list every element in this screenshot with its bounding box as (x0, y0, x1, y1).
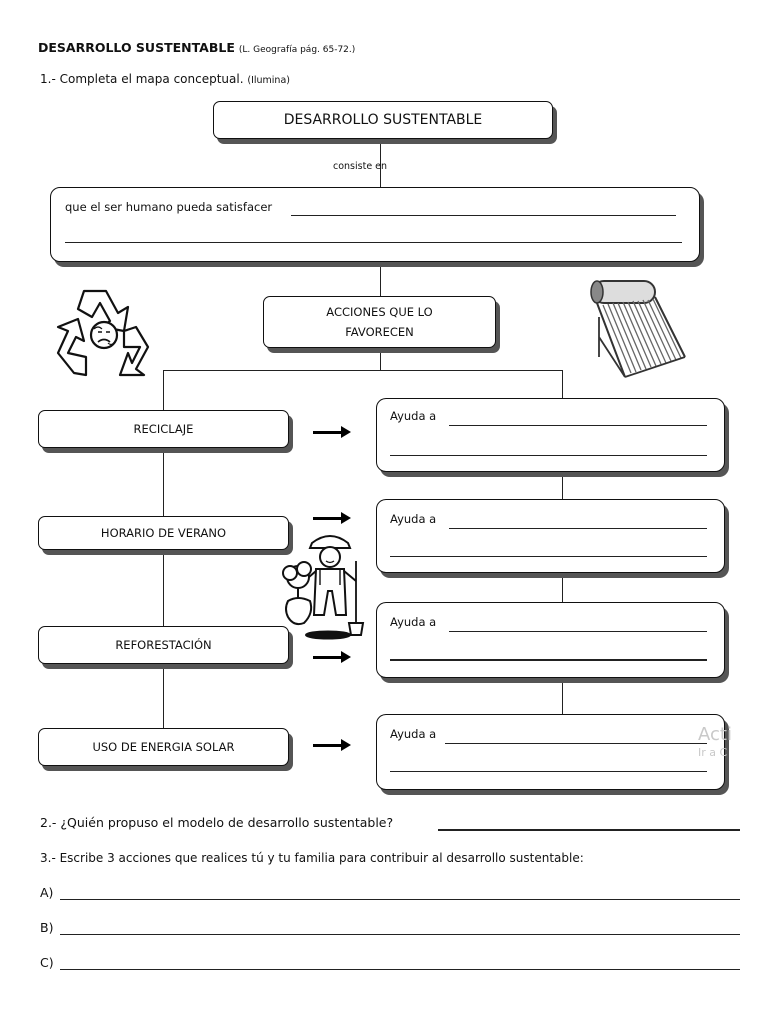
recycle-icon (56, 289, 150, 377)
arrow-right-icon (313, 512, 351, 524)
answer-c-line[interactable] (60, 955, 740, 970)
definition-blank-2[interactable] (65, 228, 682, 243)
activation-watermark: Acti Ir a C (698, 724, 738, 759)
help-blank-recycling-2[interactable] (390, 441, 707, 456)
help-blank-recycling-1[interactable] (449, 411, 707, 426)
help-blank-solar-energy-1[interactable] (445, 729, 707, 744)
actions-box: ACCIONES QUE LO FAVORECEN (263, 296, 496, 348)
action-box-recycling: RECICLAJE (38, 410, 289, 448)
help-blank-daylight-saving-1[interactable] (449, 514, 707, 529)
answer-b-label: B) (40, 920, 54, 935)
question-1-note: (Ilumina) (247, 75, 290, 86)
question-1-text: 1.- Completa el mapa conceptual. (40, 72, 244, 86)
solar-water-heater-icon (590, 280, 686, 378)
question-2-answer-line[interactable] (438, 815, 740, 831)
question-2-text: 2.- ¿Quién propuso el modelo de desarrol… (40, 815, 394, 830)
gardener-icon (282, 535, 365, 640)
help-label-recycling: Ayuda a (390, 409, 437, 423)
watermark-line-2: Ir a C (698, 746, 728, 759)
action-label-recycling: RECICLAJE (133, 422, 194, 436)
connector-label: consiste en (333, 161, 388, 172)
book-reference: (L. Geografía pág. 65-72.) (238, 45, 356, 55)
answer-b-line[interactable] (60, 920, 740, 935)
arrow-right-icon (313, 739, 351, 751)
definition-blank-1[interactable] (291, 201, 676, 216)
actions-box-label: ACCIONES QUE LO FAVORECEN (326, 305, 433, 339)
help-blank-reforestation-2[interactable] (390, 645, 707, 661)
answer-a-label: A) (40, 885, 54, 900)
help-box-reforestation: Ayuda a (376, 602, 725, 678)
help-blank-solar-energy-2[interactable] (390, 757, 707, 772)
help-label-reforestation: Ayuda a (390, 615, 437, 629)
top-concept-box: DESARROLLO SUSTENTABLE (213, 101, 553, 139)
left-trunk-line (163, 370, 165, 740)
question-1: 1.- Completa el mapa conceptual. (Ilumin… (40, 72, 290, 86)
help-blank-reforestation-1[interactable] (449, 617, 707, 632)
page-title: DESARROLLO SUSTENTABLE (L. Geografía pág… (38, 40, 355, 55)
action-label-daylight-saving: HORARIO DE VERANO (100, 526, 227, 540)
help-label-solar-energy: Ayuda a (390, 727, 437, 741)
help-box-solar-energy: Ayuda a (376, 714, 725, 790)
title-text: DESARROLLO SUSTENTABLE (38, 40, 235, 55)
arrow-right-icon (313, 651, 351, 663)
definition-prompt: que el ser humano pueda satisfacer (65, 200, 273, 214)
answer-c-label: C) (40, 955, 54, 970)
action-label-solar-energy: USO DE ENERGIA SOLAR (92, 740, 235, 754)
answer-a-line[interactable] (60, 885, 740, 900)
action-box-reforestation: REFORESTACIÓN (38, 626, 289, 664)
action-box-solar-energy: USO DE ENERGIA SOLAR (38, 728, 289, 766)
top-concept-label: DESARROLLO SUSTENTABLE (283, 112, 483, 128)
help-blank-daylight-saving-2[interactable] (390, 542, 707, 557)
action-box-daylight-saving: HORARIO DE VERANO (38, 516, 289, 550)
arrow-right-icon (313, 426, 351, 438)
watermark-line-1: Acti (698, 724, 732, 745)
question-3-text: 3.- Escribe 3 acciones que realices tú y… (40, 851, 584, 865)
branch-horizontal-line (163, 370, 563, 372)
action-label-reforestation: REFORESTACIÓN (115, 638, 212, 652)
help-label-daylight-saving: Ayuda a (390, 512, 437, 526)
connector-line-middle (380, 262, 382, 298)
help-box-recycling: Ayuda a (376, 398, 725, 472)
connector-line-actions (380, 348, 382, 370)
help-box-daylight-saving: Ayuda a (376, 499, 725, 573)
definition-box: que el ser humano pueda satisfacer (50, 187, 700, 262)
connector-line-top (380, 139, 382, 189)
